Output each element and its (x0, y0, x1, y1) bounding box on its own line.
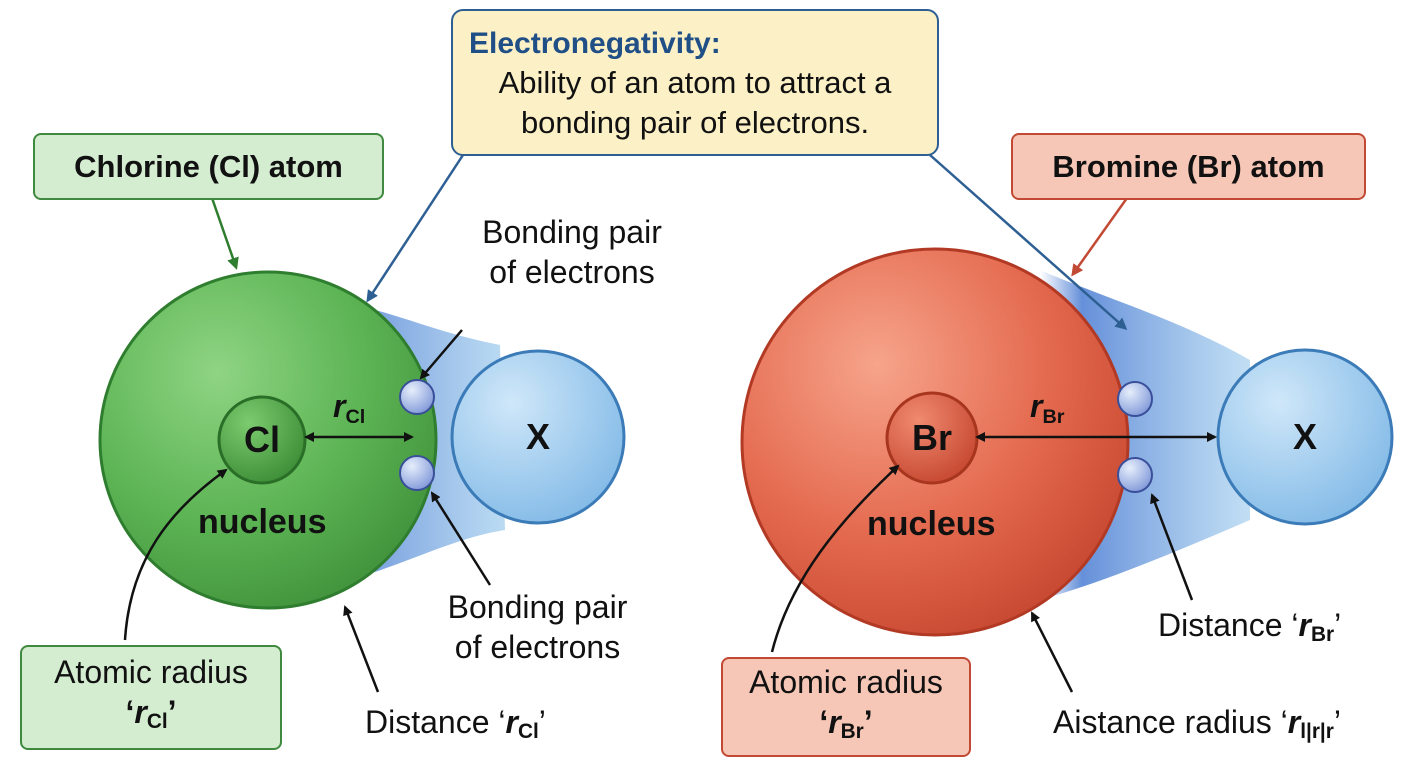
br-partner-atom (1216, 348, 1394, 526)
cl-bonding-top-arrow (419, 329, 463, 380)
definition-line-2: bonding pair of electrons. (520, 105, 870, 140)
bromine-atom-label: Bromine (Br) atom (1011, 133, 1366, 200)
br-distance-arrow (1150, 493, 1194, 601)
definition-title: Electronegativity: (469, 27, 721, 60)
definition-arrow-left (366, 154, 465, 303)
br-nucleus-label: nucleus (867, 505, 996, 543)
br-atomic-radius-box: Atomic radius ‘rBr’ (721, 657, 971, 757)
br-nucleus-symbol: Br (911, 417, 953, 458)
br-label-arrow (1071, 197, 1129, 277)
cl-electron-bottom (399, 455, 435, 491)
br-radius-pointer (770, 464, 900, 653)
cl-atomic-radius-box: Atomic radius ‘rCl’ (20, 645, 282, 750)
cl-distance-pointer (343, 605, 380, 693)
definition-arrow-right (929, 154, 1128, 330)
cl-radius-symbol: rCl (333, 388, 366, 428)
definition-line-1: Ability of an atom to attract a (498, 65, 892, 100)
definition-box: Electronegativity: Ability of an atom to… (451, 9, 939, 156)
cl-nucleus-symbol: Cl (244, 419, 280, 460)
chlorine-atom-label: Chlorine (Cl) atom (33, 133, 384, 200)
cl-bonding-bottom-arrow (430, 491, 492, 586)
cl-partner-atom (450, 349, 626, 525)
br-radius-symbol: rBr (1030, 388, 1065, 428)
br-electron-top (1117, 381, 1153, 417)
br-aistance-pointer (1030, 611, 1074, 693)
cl-bonding-pair-top-label: Bonding pair of electrons (482, 214, 662, 290)
br-distance-label: Distance ‘rBr’ (1158, 607, 1342, 647)
br-electron-bottom (1117, 457, 1153, 493)
cl-label-arrow (210, 197, 239, 270)
cl-bonding-pair-bottom-label: Bonding pair of electrons (447, 589, 628, 665)
cl-electron-top (399, 379, 435, 415)
br-partner-symbol: X (1292, 416, 1318, 457)
cl-nucleus-label: nucleus (198, 503, 327, 541)
cl-distance-label: Distance ‘rCl’ (365, 704, 546, 744)
cl-radius-pointer (123, 468, 228, 641)
cl-partner-symbol: X (525, 416, 551, 457)
br-aistance-label: Aistance radius ‘rl|r|r’ (1053, 704, 1341, 744)
